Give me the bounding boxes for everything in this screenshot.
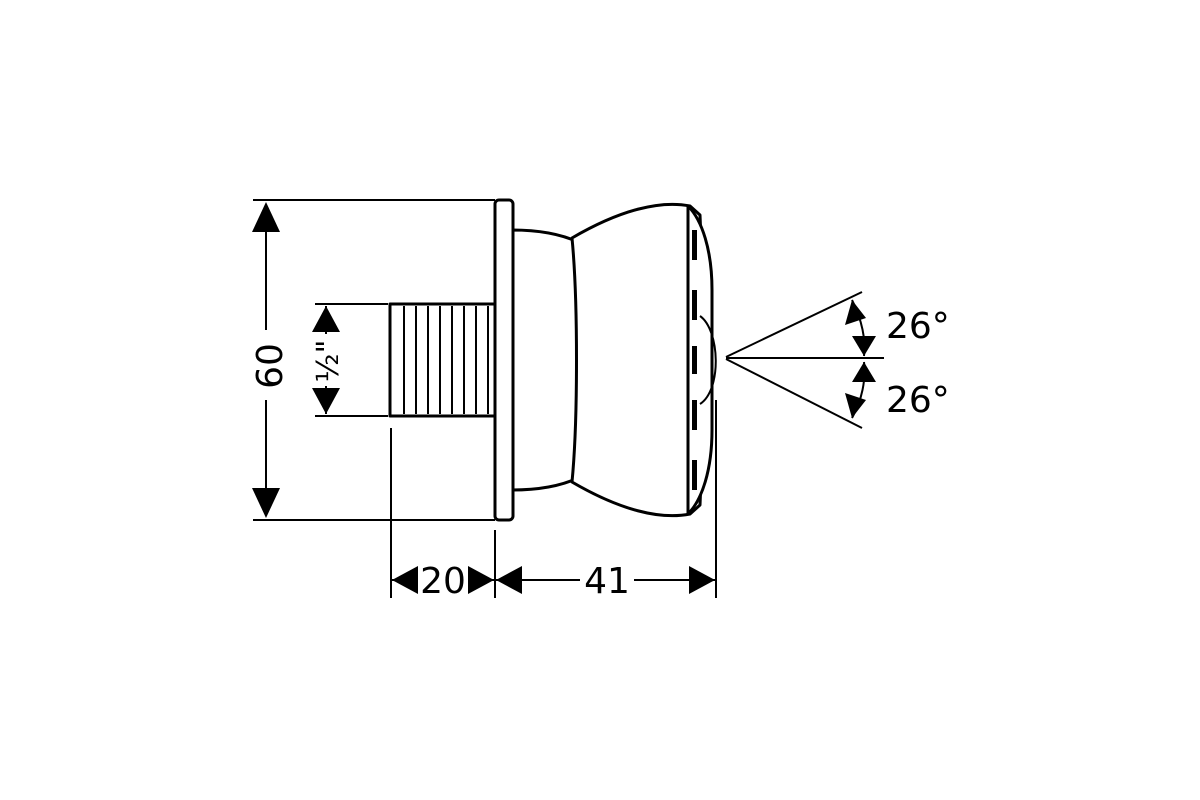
depth-rear-value: 20: [420, 561, 466, 602]
dimension-depth-rear: 20: [392, 561, 494, 602]
height-value: 60: [250, 343, 291, 389]
dimension-thread: ½": [306, 306, 346, 414]
dimension-depth-front: 41: [496, 561, 715, 602]
dimension-height: 60: [248, 202, 291, 518]
threaded-connector: [388, 302, 498, 418]
body-shape: [510, 202, 717, 518]
spray-angle: 26° 26°: [725, 291, 950, 429]
extension-lines: [253, 199, 717, 598]
angle-lower-value: 26°: [886, 380, 950, 421]
wall-flange: [493, 198, 515, 522]
depth-front-value: 41: [584, 561, 630, 602]
thread-value: ½": [311, 340, 346, 383]
angle-upper-value: 26°: [886, 306, 950, 347]
